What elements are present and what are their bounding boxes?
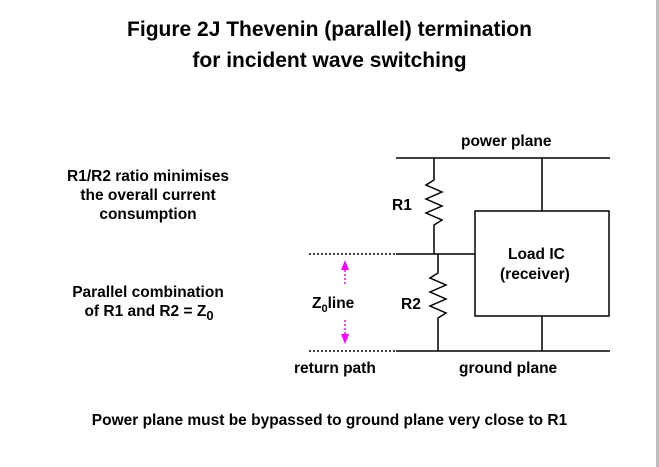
power-plane-label: power plane bbox=[461, 133, 552, 150]
up-arrow-icon bbox=[341, 260, 349, 270]
load-ic-label: Load IC bbox=[508, 246, 565, 263]
window-edge bbox=[656, 0, 659, 467]
parallel-note-line2: of R1 and R2 = Z0 bbox=[38, 302, 258, 323]
ratio-note-line3: consumption bbox=[99, 206, 197, 223]
ratio-note-line1: R1/R2 ratio minimises bbox=[67, 168, 229, 185]
figure-title-line1: Figure 2J Thevenin (parallel) terminatio… bbox=[127, 18, 532, 41]
parallel-note-text: of R1 and R2 = Z bbox=[84, 303, 207, 320]
ratio-note: R1/R2 ratio minimises the overall curren… bbox=[38, 167, 258, 224]
ground-plane-label: ground plane bbox=[459, 360, 558, 377]
footer-note: Power plane must be bypassed to ground p… bbox=[91, 412, 568, 429]
parallel-note-subscript: 0 bbox=[206, 308, 214, 323]
resistor-r2 bbox=[428, 254, 448, 351]
load-ic-box bbox=[474, 210, 610, 317]
r1-label: R1 bbox=[392, 197, 412, 214]
z0-letter: Z bbox=[312, 295, 322, 312]
z0-line-label: Z0line bbox=[312, 295, 355, 315]
z0-arrows bbox=[341, 260, 349, 344]
z0-line-text: line bbox=[327, 295, 355, 312]
parallel-note: Parallel combination of R1 and R2 = Z0 bbox=[38, 283, 258, 323]
parallel-note-line1: Parallel combination bbox=[72, 284, 224, 301]
return-path-label: return path bbox=[294, 360, 376, 377]
resistor-r1 bbox=[424, 158, 444, 254]
ratio-note-line2: the overall current bbox=[80, 187, 216, 204]
receiver-label: (receiver) bbox=[500, 266, 570, 283]
down-arrow-icon bbox=[341, 334, 349, 344]
z0-subscript: 0 bbox=[321, 303, 328, 315]
r2-label: R2 bbox=[401, 296, 421, 313]
figure-title-line2: for incident wave switching bbox=[192, 49, 467, 72]
